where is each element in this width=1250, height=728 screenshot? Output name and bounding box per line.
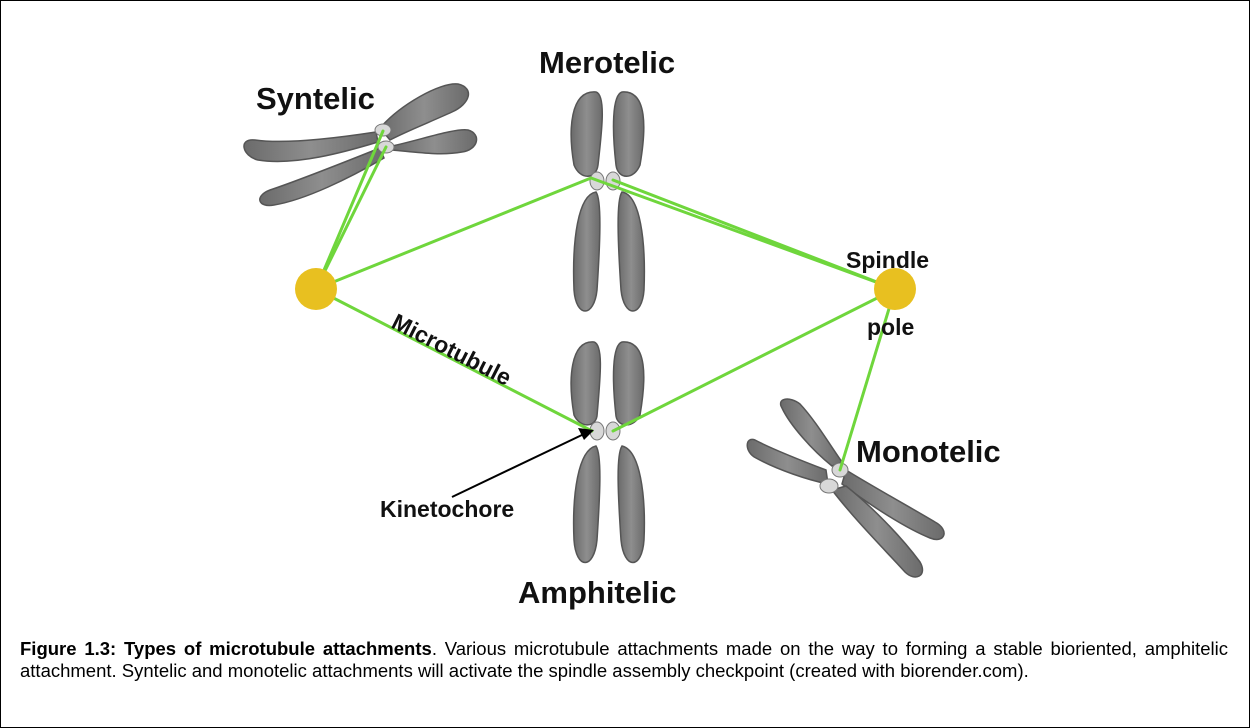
right-spindle-pole xyxy=(874,268,916,310)
label-merotelic: Merotelic xyxy=(539,45,675,80)
label-spindle: Spindle xyxy=(846,247,929,273)
amphitelic-chromosome xyxy=(571,342,644,563)
caption-title: Figure 1.3: Types of microtubule attachm… xyxy=(20,638,432,659)
label-syntelic: Syntelic xyxy=(256,81,375,116)
attachment-diagram: Syntelic Merotelic Amphitelic Monotelic … xyxy=(0,0,1250,630)
label-pole: pole xyxy=(867,314,914,340)
kinetochore-arrow xyxy=(452,428,594,497)
merotelic-chromosome xyxy=(571,92,644,311)
label-kinetochore: Kinetochore xyxy=(380,496,514,522)
monotelic-chromosome xyxy=(747,399,944,577)
label-monotelic: Monotelic xyxy=(856,434,1001,469)
label-amphitelic: Amphitelic xyxy=(518,575,676,610)
figure-caption: Figure 1.3: Types of microtubule attachm… xyxy=(20,638,1228,682)
left-spindle-pole xyxy=(295,268,337,310)
label-microtubule: Microtubule xyxy=(388,308,516,390)
